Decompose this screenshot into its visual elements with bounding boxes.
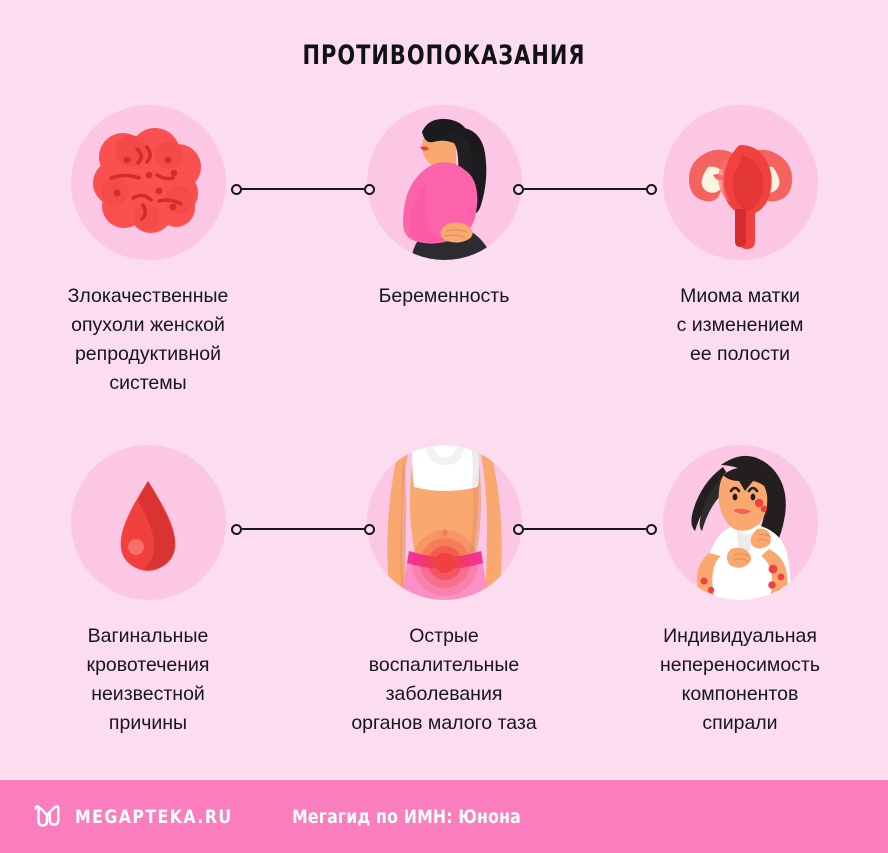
connector-2-3 (513, 182, 657, 196)
caption-line: Вагинальные (87, 625, 209, 647)
item-caption: Вагинальные кровотечения неизвестной при… (13, 622, 283, 738)
connector-4-5 (231, 522, 375, 536)
connector-line (524, 187, 646, 191)
abdominal-pain-icon (386, 445, 502, 600)
connector-dot-right (646, 183, 657, 195)
blood-drop-icon (120, 481, 175, 571)
page-title: ПРОТИВОПОКАЗАНИЯ (302, 40, 586, 71)
caption-line: заболевания (385, 683, 503, 705)
caption-line: Острые (409, 625, 479, 647)
caption-line: Злокачественные (67, 285, 229, 307)
item-uterine-fibroid: Миома матки с изменением ее полости (592, 105, 888, 445)
caption-line: непереносимость (659, 654, 821, 676)
item-malignant-tumors: Злокачественные опухоли женской репродук… (0, 105, 296, 445)
caption-line: кровотечения (86, 654, 210, 676)
item-pregnancy: Беременность (296, 105, 592, 445)
connector-1-2 (231, 182, 375, 196)
caption-line: причины (108, 712, 188, 734)
pregnant-woman-icon (402, 118, 491, 260)
caption-line: опухоли женской (71, 314, 225, 336)
allergy-rash-woman-icon (690, 455, 791, 600)
icon-circle (70, 445, 226, 600)
icon-circle (366, 105, 522, 260)
caption-line: ее полости (689, 343, 791, 365)
item-vaginal-bleeding: Вагинальные кровотечения неизвестной при… (0, 445, 296, 785)
caption-line: воспалительные (368, 654, 520, 676)
caption-line: компонентов (681, 683, 799, 705)
connector-dot-left (513, 183, 524, 195)
connector-dot-left (231, 523, 242, 535)
caption-line: спирали (702, 712, 778, 734)
connector-dot-left (231, 183, 242, 195)
caption-line: системы (109, 372, 187, 394)
footer-bar: MEGAPTEKA.RU Мегагид по ИМН: Юнона (0, 780, 888, 853)
connector-line (242, 527, 364, 531)
icon-circle (662, 445, 818, 600)
icon-circle (366, 445, 522, 600)
caption-line: Индивидуальная (663, 625, 817, 647)
brand-name: MEGAPTEKA.RU (75, 805, 233, 828)
footer-tagline: Мегагид по ИМН: Юнона (292, 805, 522, 828)
connector-dot-left (513, 523, 524, 535)
megapteka-m-logo-icon[interactable] (32, 802, 62, 832)
connector-dot-right (646, 523, 657, 535)
connector-line (524, 527, 646, 531)
connector-dot-right (364, 183, 375, 195)
item-caption: Миома матки с изменением ее полости (605, 282, 875, 369)
item-caption: Злокачественные опухоли женской репродук… (13, 282, 283, 398)
tumor-cells-icon (92, 128, 201, 233)
item-component-intolerance: Индивидуальная непереносимость компонент… (592, 445, 888, 785)
grid-row-1: Злокачественные опухоли женской репродук… (0, 105, 888, 445)
grid-row-2: Вагинальные кровотечения неизвестной при… (0, 445, 888, 785)
item-caption: Индивидуальная непереносимость компонент… (605, 622, 875, 738)
icon-circle (70, 105, 226, 260)
contraindications-grid: Злокачественные опухоли женской репродук… (0, 105, 888, 785)
caption-line: с изменением (676, 314, 804, 336)
connector-line (242, 187, 364, 191)
caption-line: неизвестной (91, 683, 205, 705)
item-caption: Беременность (309, 282, 579, 311)
connector-dot-right (364, 523, 375, 535)
caption-line: репродуктивной (74, 343, 222, 365)
icon-circle (662, 105, 818, 260)
uterus-icon (688, 145, 792, 249)
caption-line: Миома матки (680, 285, 800, 307)
caption-line: Беременность (378, 285, 510, 307)
caption-line: органов малого таза (351, 712, 537, 734)
item-caption: Острые воспалительные заболевания органо… (309, 622, 579, 738)
connector-5-6 (513, 522, 657, 536)
item-pelvic-inflammation: Острые воспалительные заболевания органо… (296, 445, 592, 785)
